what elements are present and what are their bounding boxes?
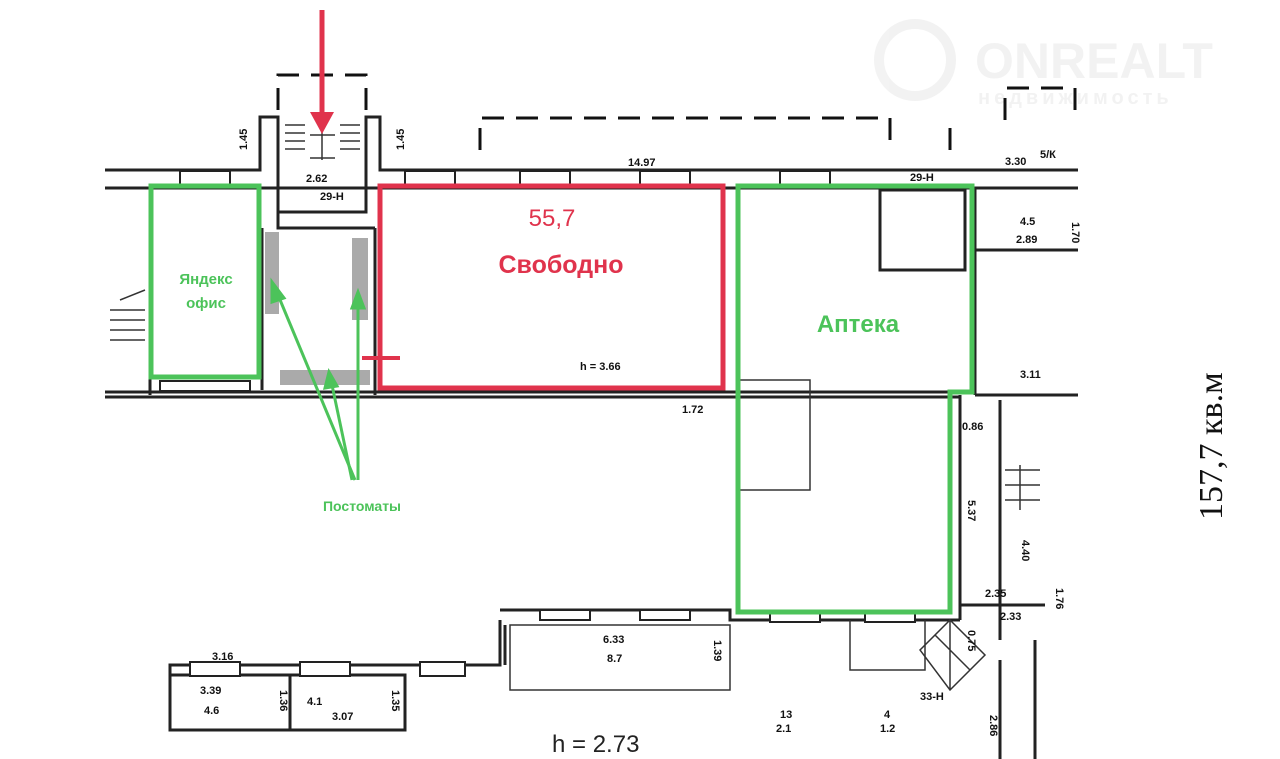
free-unit-height: h = 3.66 bbox=[580, 361, 621, 373]
svg-text:недвижимость: недвижимость bbox=[978, 87, 1173, 109]
svg-text:5/К: 5/К bbox=[1040, 149, 1056, 161]
svg-text:2.33: 2.33 bbox=[1000, 611, 1021, 623]
free-unit-area: 55,7 bbox=[529, 205, 576, 232]
svg-text:2.35: 2.35 bbox=[985, 588, 1006, 600]
svg-text:4.40: 4.40 bbox=[1019, 540, 1031, 561]
pharmacy-label: Аптека bbox=[817, 311, 900, 338]
svg-text:14.97: 14.97 bbox=[628, 157, 656, 169]
postomats-label: Постоматы bbox=[323, 498, 401, 514]
svg-text:4.6: 4.6 bbox=[204, 705, 219, 717]
svg-text:3.30: 3.30 bbox=[1005, 156, 1026, 168]
entrance-arrow-icon bbox=[310, 10, 334, 134]
dimension-labels: 1.45 1.45 2.62 29-Н 14.97 29-Н 3.30 5/К … bbox=[200, 129, 1081, 737]
svg-text:29-Н: 29-Н bbox=[320, 191, 344, 203]
walls bbox=[105, 115, 1078, 759]
watermark: ONREALT недвижимость bbox=[874, 19, 1213, 109]
svg-text:2.1: 2.1 bbox=[776, 723, 791, 735]
free-unit-status: Свободно bbox=[499, 251, 624, 279]
svg-text:1.36: 1.36 bbox=[277, 690, 289, 711]
svg-text:4.1: 4.1 bbox=[307, 696, 322, 708]
svg-text:0.75: 0.75 bbox=[965, 630, 977, 651]
total-area: 157,7 кв.м bbox=[1193, 372, 1230, 520]
svg-text:2.86: 2.86 bbox=[987, 715, 999, 736]
svg-text:1.45: 1.45 bbox=[395, 129, 407, 150]
svg-text:5.37: 5.37 bbox=[965, 500, 977, 521]
svg-text:13: 13 bbox=[780, 709, 792, 721]
svg-text:1.70: 1.70 bbox=[1069, 222, 1081, 243]
svg-text:0.86: 0.86 bbox=[962, 421, 983, 433]
pharmacy-outline[interactable] bbox=[735, 183, 975, 615]
svg-text:1.35: 1.35 bbox=[389, 690, 401, 711]
svg-text:3.39: 3.39 bbox=[200, 685, 221, 697]
floor-height: h = 2.73 bbox=[552, 731, 639, 758]
svg-text:3.16: 3.16 bbox=[212, 651, 233, 663]
svg-text:ONREALT: ONREALT bbox=[975, 33, 1213, 89]
svg-text:8.7: 8.7 bbox=[607, 653, 622, 665]
svg-text:3.07: 3.07 bbox=[332, 711, 353, 723]
svg-text:33-Н: 33-Н bbox=[920, 691, 944, 703]
postomat bbox=[280, 370, 370, 385]
postomat-arrows bbox=[270, 277, 367, 481]
svg-text:6.33: 6.33 bbox=[603, 634, 624, 646]
svg-text:4.5: 4.5 bbox=[1020, 216, 1035, 228]
svg-text:2.62: 2.62 bbox=[306, 173, 327, 185]
svg-text:2.89: 2.89 bbox=[1016, 234, 1037, 246]
svg-text:1.39: 1.39 bbox=[711, 640, 723, 661]
yandex-label-line1: Яндекс bbox=[179, 271, 232, 288]
yandex-office-outline[interactable] bbox=[148, 183, 262, 380]
svg-text:1.45: 1.45 bbox=[238, 129, 250, 150]
svg-text:29-Н: 29-Н bbox=[910, 172, 934, 184]
yandex-label-line2: офис bbox=[186, 295, 226, 312]
svg-text:1.76: 1.76 bbox=[1053, 588, 1065, 609]
svg-text:1.2: 1.2 bbox=[880, 723, 895, 735]
svg-text:4: 4 bbox=[884, 709, 891, 721]
svg-text:3.11: 3.11 bbox=[1020, 369, 1041, 381]
svg-text:1.72: 1.72 bbox=[682, 404, 703, 416]
free-unit-outline[interactable] bbox=[377, 183, 726, 391]
